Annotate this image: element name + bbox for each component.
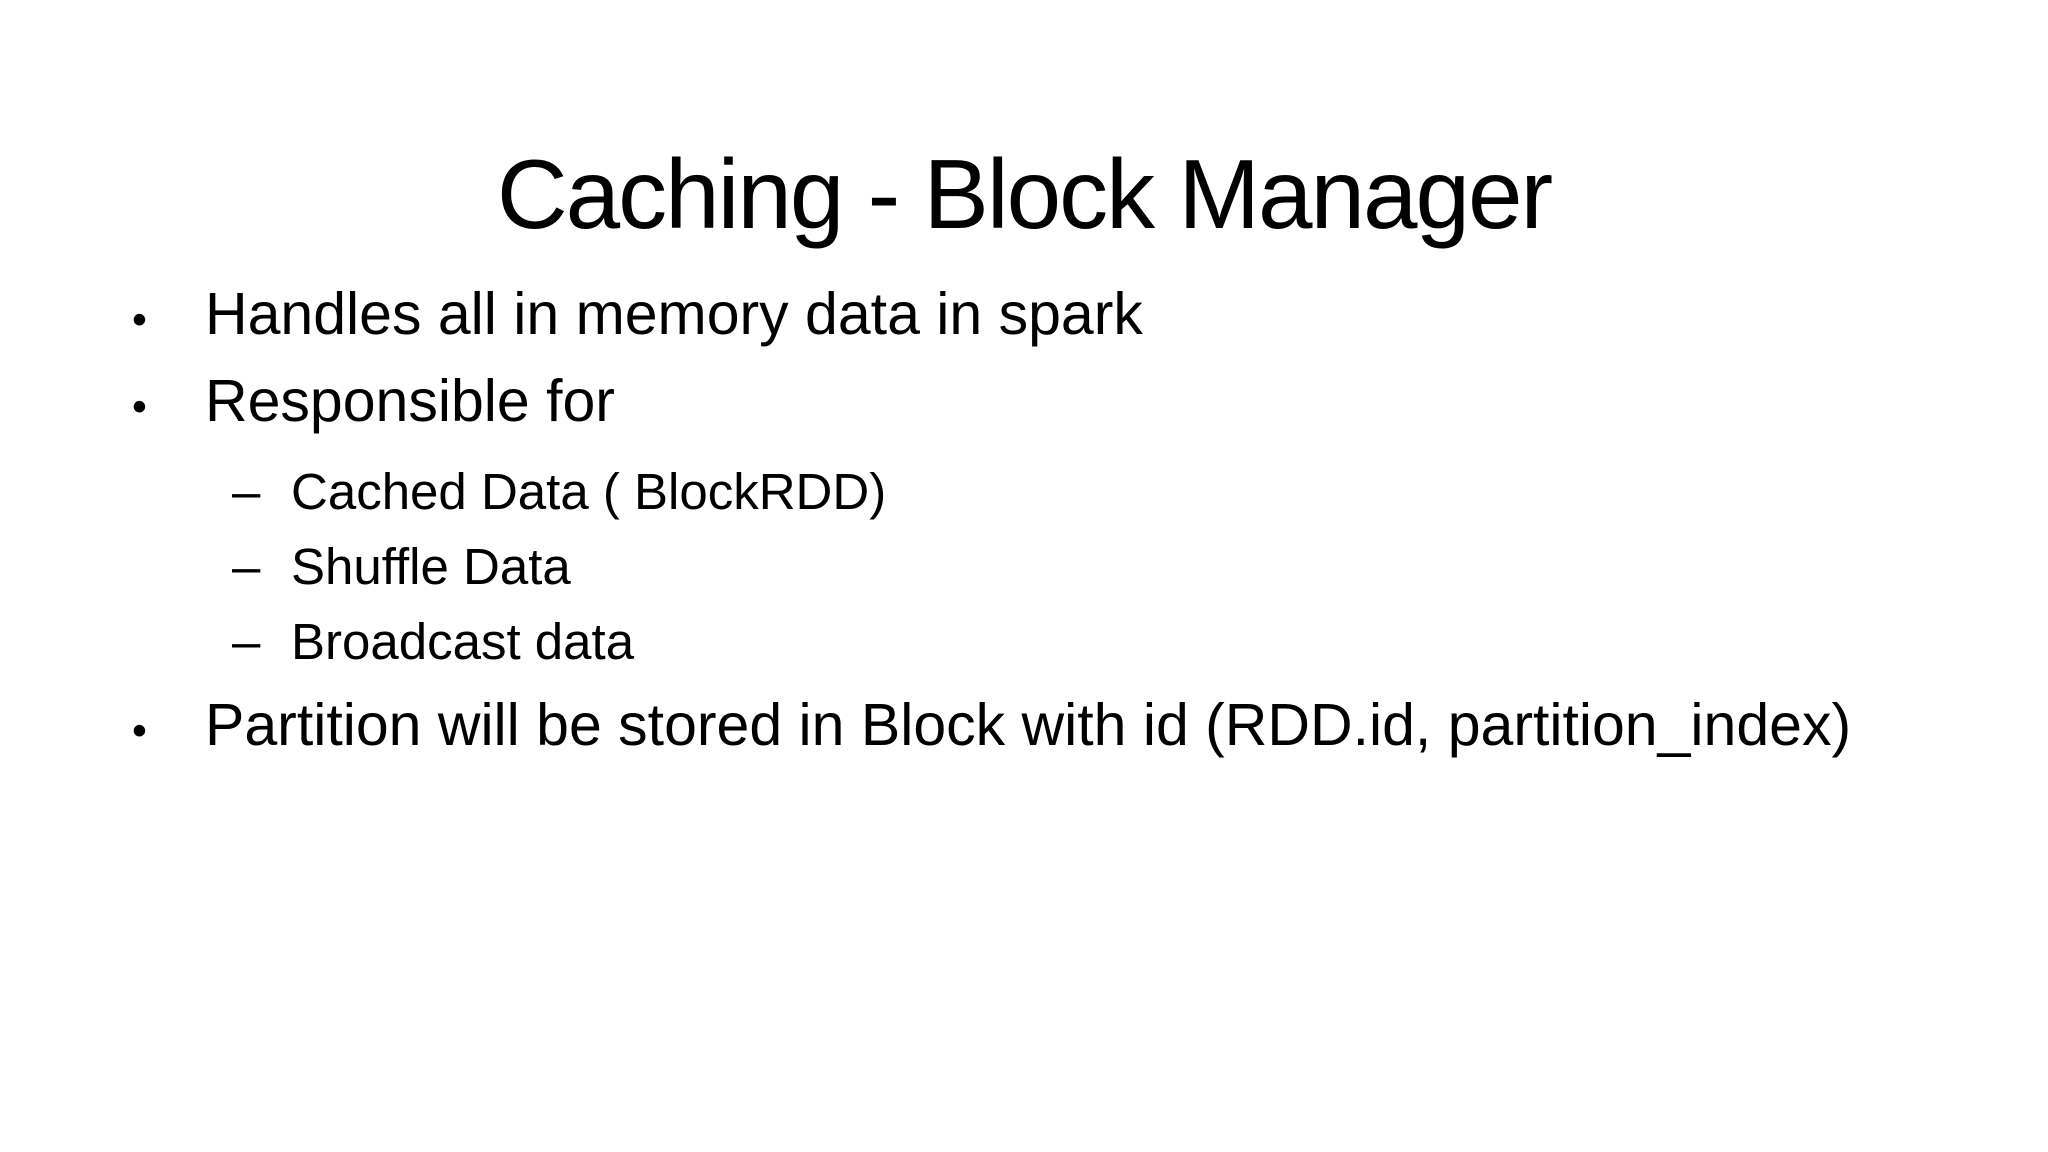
bullet-dash-icon: –	[232, 463, 261, 520]
sub-bullet-text: Shuffle Data	[291, 538, 571, 595]
sub-bullet-text: Broadcast data	[291, 613, 635, 670]
bullet-dash-icon: –	[232, 538, 261, 595]
slide-title: Caching - Block Manager	[496, 138, 1553, 249]
bullet-item: • Partition will be stored in Block with…	[132, 685, 1932, 772]
bullet-item: • Handles all in memory data in spark	[132, 274, 1932, 361]
sub-bullet-item: – Broadcast data	[232, 604, 1932, 679]
bullet-item: • Responsible for	[132, 361, 1932, 448]
sub-bullet-item: – Cached Data ( BlockRDD)	[232, 454, 1932, 529]
sub-bullet-text: Cached Data ( BlockRDD)	[291, 463, 887, 520]
bullet-dot-icon: •	[132, 297, 147, 344]
sub-bullet-item: – Shuffle Data	[232, 529, 1932, 604]
bullet-dash-icon: –	[232, 613, 261, 670]
bullet-text: Handles all in memory data in spark	[205, 281, 1143, 347]
bullet-text: Partition will be stored in Block with i…	[205, 692, 1852, 758]
bullet-dot-icon: •	[132, 708, 147, 755]
bullet-dot-icon: •	[132, 384, 147, 431]
bullet-list: • Handles all in memory data in spark • …	[132, 274, 1932, 772]
bullet-text: Responsible for	[205, 368, 615, 434]
